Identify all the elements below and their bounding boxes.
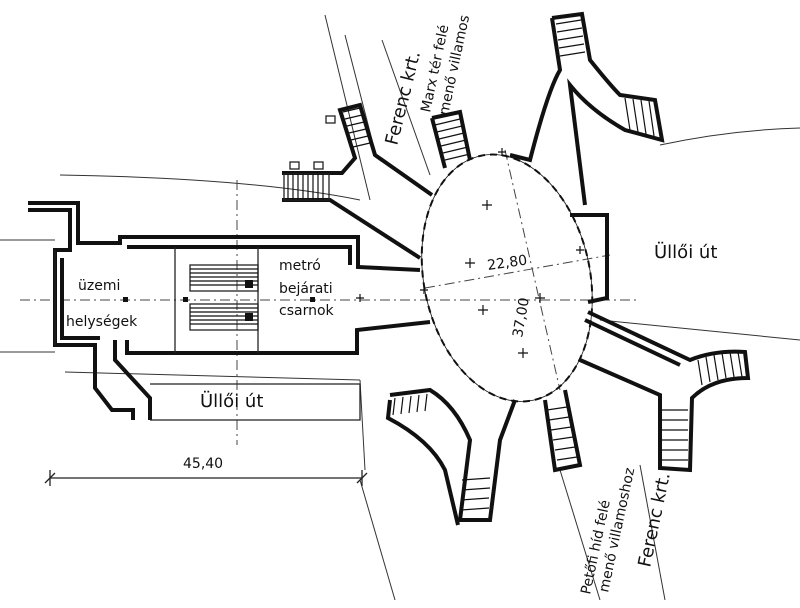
metro-label-line3: csarnok [279,303,335,319]
arm-north [430,109,472,169]
ferenc-krt-top-label: Ferenc krt. [381,49,425,147]
ellipse-concourse-wall [421,154,593,402]
dimension-ellipse-minor-label: 37,00 [510,296,533,338]
dimension-hall-width [44,470,368,486]
metro-label-line2: bejárati [279,281,333,297]
arm-northwest [282,102,434,260]
arm-southeast [579,310,751,473]
entrance-hall [28,201,431,421]
dimension-hall-width-label: 45,40 [183,456,223,472]
dimension-ellipse-major-label: 22,80 [486,253,528,274]
ulloi-ut-right-label: Üllői út [654,241,717,263]
ulloi-ut-bottom-label: Üllői út [200,390,263,412]
metro-label-line1: metró [279,258,321,274]
ferenc-krt-bottom-label: Ferenc krt. [634,471,675,569]
arm-southwest [385,387,517,526]
ellipse-marks [356,148,584,358]
arm-south [543,389,583,473]
arm-east [570,213,609,304]
arm-northeast [509,11,665,206]
uzemi-label-line1: üzemi [78,278,120,294]
uzemi-label-line2: helységek [66,314,138,330]
escalators [123,264,315,331]
